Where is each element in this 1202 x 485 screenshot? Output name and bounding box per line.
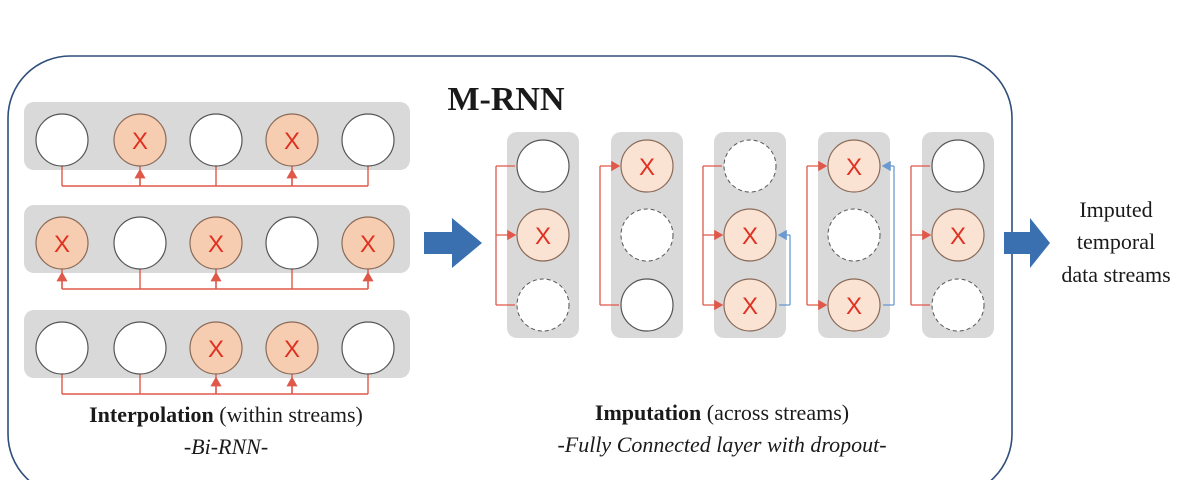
missing-mark: X	[360, 231, 376, 258]
missing-mark: X	[132, 128, 148, 155]
missing-mark: X	[284, 336, 300, 363]
dropout-node	[827, 208, 881, 262]
interpolation-label-bold: Interpolation	[89, 402, 214, 427]
output-label-line-3: data streams	[1061, 262, 1170, 287]
observed-node	[189, 113, 243, 167]
observed-node	[341, 113, 395, 167]
dropout-node	[516, 278, 570, 332]
observed-node	[113, 321, 167, 375]
observed-node	[113, 216, 167, 270]
arrow-interpolation-to-imputation	[424, 218, 482, 268]
missing-mark: X	[742, 223, 758, 250]
observed-node	[35, 113, 89, 167]
imputation-label-bold: Imputation	[595, 400, 701, 425]
missing-node	[827, 278, 881, 332]
imputation-sublabel: -Fully Connected layer with dropout-	[557, 432, 886, 457]
dropout-node	[620, 208, 674, 262]
missing-mark: X	[208, 336, 224, 363]
observed-node	[341, 321, 395, 375]
imputation-column: XX	[806, 132, 895, 338]
missing-node	[341, 216, 395, 270]
missing-node	[827, 139, 881, 193]
missing-node	[265, 113, 319, 167]
imputation-label-rest: (across streams)	[701, 400, 849, 425]
missing-node	[931, 208, 985, 262]
missing-node	[516, 208, 570, 262]
missing-node	[35, 216, 89, 270]
missing-node	[189, 216, 243, 270]
missing-node	[113, 113, 167, 167]
arrow-imputation-to-output	[1004, 218, 1050, 268]
missing-mark: X	[846, 293, 862, 320]
missing-node	[265, 321, 319, 375]
missing-node	[723, 208, 777, 262]
observed-node	[516, 139, 570, 193]
missing-node	[620, 139, 674, 193]
observed-node	[265, 216, 319, 270]
missing-mark: X	[284, 128, 300, 155]
imputation-column: X	[495, 132, 579, 338]
observed-node	[931, 139, 985, 193]
imputation-column: X	[599, 132, 683, 338]
diagram-title: M-RNN	[447, 81, 565, 118]
missing-mark: X	[742, 293, 758, 320]
interpolation-caption: Interpolation (within streams)	[89, 402, 363, 427]
m-rnn-frame	[7, 55, 1013, 485]
observed-node	[35, 321, 89, 375]
output-label-line-2: temporal	[1077, 229, 1155, 254]
missing-mark: X	[639, 154, 655, 181]
observed-node	[620, 278, 674, 332]
dropout-node	[723, 139, 777, 193]
interpolation-label-rest: (within streams)	[214, 402, 363, 427]
missing-mark: X	[54, 231, 70, 258]
imputation-caption: Imputation (across streams)	[595, 400, 849, 425]
dropout-node	[931, 278, 985, 332]
missing-node	[189, 321, 243, 375]
missing-mark: X	[846, 154, 862, 181]
missing-mark: X	[535, 223, 551, 250]
output-label-line-1: Imputed	[1079, 197, 1152, 222]
missing-mark: X	[950, 223, 966, 250]
interpolation-sublabel: -Bi-RNN-	[184, 434, 268, 459]
missing-mark: X	[208, 231, 224, 258]
imputation-column: X	[910, 132, 994, 338]
imputation-column: XX	[702, 132, 791, 338]
missing-node	[723, 278, 777, 332]
